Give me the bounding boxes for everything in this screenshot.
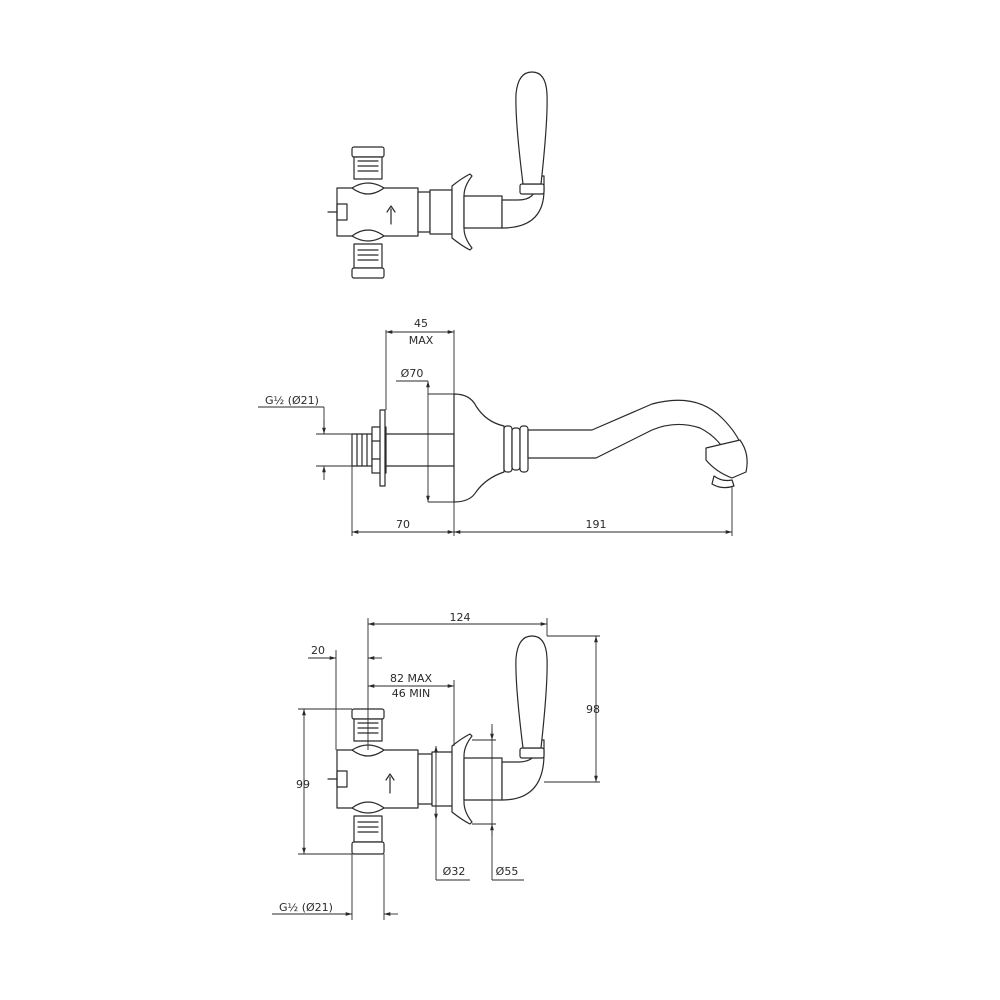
dim-99: 99: [296, 778, 310, 791]
dim-45-note: MAX: [409, 334, 434, 347]
dim-diameter-32: Ø32: [443, 865, 466, 878]
dim-70: 70: [396, 518, 410, 531]
dim-45-value: 45: [414, 317, 428, 330]
dim-diameter-55: Ø55: [496, 865, 519, 878]
dim-thread-bottom: G½ (Ø21): [279, 901, 333, 914]
bottom-view-drawing: [327, 635, 548, 855]
dim-diameter-70: Ø70: [401, 367, 424, 380]
dim-thread-side: G½ (Ø21): [265, 394, 319, 407]
side-view-drawing: [351, 393, 748, 503]
bottom-view-dimensions: [272, 618, 600, 920]
top-view-drawing: [327, 71, 548, 279]
side-view-dimensions: [258, 330, 733, 536]
dim-20: 20: [311, 644, 325, 657]
dim-191: 191: [586, 518, 607, 531]
dim-124: 124: [450, 611, 471, 624]
dim-46-min: 46 MIN: [392, 687, 430, 700]
dim-82-max: 82 MAX: [390, 672, 433, 685]
dim-98: 98: [586, 703, 600, 716]
